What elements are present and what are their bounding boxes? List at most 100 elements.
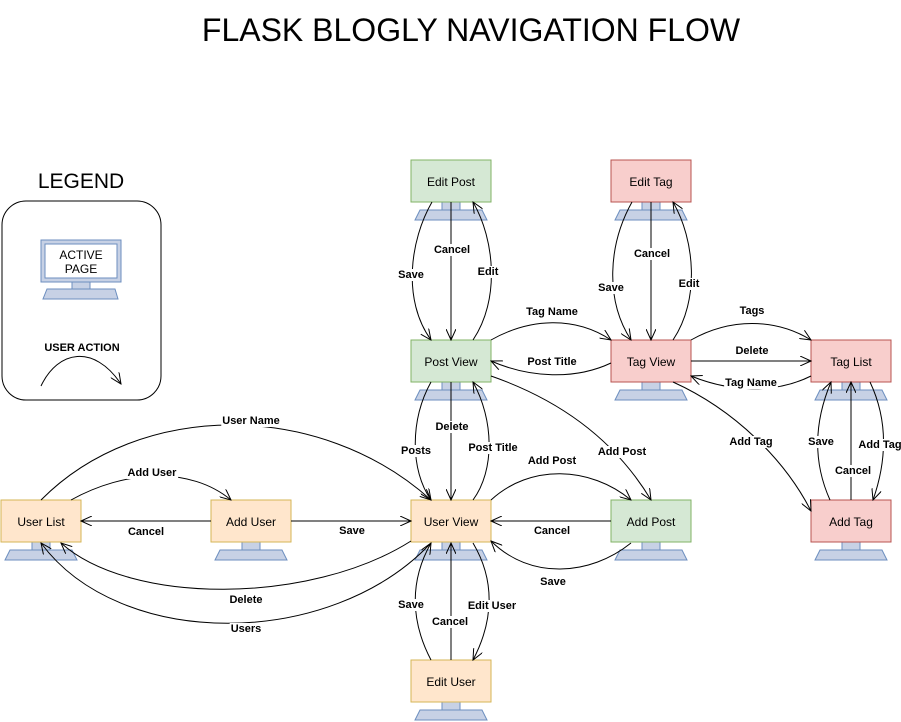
monitor-stand-icon (641, 541, 661, 551)
page-label-edit-user: Edit User (426, 675, 475, 689)
label-tl-save: Save (808, 436, 834, 448)
label-halo (221, 415, 281, 427)
label-halo (432, 244, 472, 256)
label-uv-users: Users (231, 623, 262, 635)
edge-post-view-tag-name (490, 322, 611, 340)
label-halo (738, 305, 766, 317)
label-eu-save: Save (398, 599, 424, 611)
label-halo (734, 345, 770, 357)
page-screen (610, 499, 692, 543)
monitor-base-icon (214, 549, 288, 561)
page-screen (0, 499, 82, 543)
label-halo (724, 377, 778, 389)
page-label-add-post: Add Post (627, 515, 676, 529)
monitor-stand-icon (241, 541, 261, 551)
label-ap-cancel: Cancel (534, 525, 570, 537)
monitor-stand-icon (641, 381, 661, 391)
page-node-tag-view: Tag View (610, 339, 692, 401)
monitor-stand-icon (441, 701, 461, 711)
label-halo (476, 266, 500, 278)
edge-post-view-add-post (490, 375, 651, 500)
edge-edit-tag-save (612, 201, 633, 340)
label-uv-post-title: Post Title (468, 442, 517, 454)
label-halo (833, 465, 873, 477)
label-et-save: Save (598, 282, 624, 294)
page-screen (810, 339, 892, 383)
page-screen (610, 159, 692, 203)
page-label-edit-post: Edit Post (427, 175, 476, 189)
edge-tag-view-post-title (491, 361, 612, 376)
legend-active-page-label-1: ACTIVE (59, 248, 102, 262)
legend-active-page-label-2: PAGE (65, 262, 97, 276)
label-halo (632, 248, 672, 260)
label-halo (434, 421, 470, 433)
label-uv-add-post: Add Post (528, 455, 577, 467)
page-node-edit-user: Edit User (410, 659, 492, 721)
label-halo (532, 525, 572, 537)
label-pv-add-post: Add Post (598, 446, 647, 458)
label-halo (430, 616, 470, 628)
page-label-tag-view: Tag View (627, 355, 676, 369)
label-halo (728, 436, 774, 448)
page-label-edit-tag: Edit Tag (629, 175, 672, 189)
page-label-user-view: User View (424, 515, 479, 529)
label-pv-tag-name: Tag Name (526, 306, 578, 318)
edge-user-list-user-name (40, 424, 431, 500)
label-uv-delete: Delete (229, 594, 262, 606)
label-pv-delete: Delete (435, 421, 468, 433)
edge-label-halos (126, 244, 901, 635)
legend-box (1, 200, 162, 401)
label-halo (338, 525, 366, 537)
edge-user-view-users (41, 543, 432, 624)
label-halo (857, 439, 901, 451)
monitor-base-icon (614, 549, 688, 561)
page-screen (610, 339, 692, 383)
label-ep-cancel: Cancel (434, 244, 470, 256)
legend-monitor-icon (40, 239, 122, 300)
label-ap-save: Save (540, 576, 566, 588)
label-uv-posts: Posts (401, 445, 431, 457)
page-screen (810, 499, 892, 543)
label-halo (596, 446, 648, 458)
label-halo (526, 455, 578, 467)
page-label-add-tag: Add Tag (829, 515, 873, 529)
label-ep-edit: Edit (478, 266, 499, 278)
page-node-add-user: Add User (210, 499, 292, 561)
label-halo (466, 600, 518, 612)
label-halo (397, 269, 425, 281)
monitor-base-icon (614, 389, 688, 401)
label-tl-tag-name: Tag Name (725, 377, 777, 389)
label-halo (677, 278, 701, 290)
page-screen (410, 159, 492, 203)
diagram-title: FLASK BLOGLY NAVIGATION FLOW (202, 12, 741, 48)
page-node-add-tag: Add Tag (810, 499, 892, 561)
monitor-base-icon (4, 549, 78, 561)
label-halo (228, 594, 264, 606)
label-tv-add-tag: Add Tag (729, 436, 772, 448)
label-ep-save: Save (398, 269, 424, 281)
edge-tag-view-edit (673, 202, 692, 341)
page-label-post-view: Post View (424, 355, 477, 369)
edge-user-view-add-post (490, 473, 631, 500)
edge-user-view-delete (61, 540, 412, 590)
page-node-edit-post: Edit Post (410, 159, 492, 221)
label-halo (539, 576, 567, 588)
edge-user-list-add-user (70, 475, 231, 500)
legend-user-action-label: USER ACTION (44, 342, 119, 354)
label-halo (467, 442, 519, 454)
label-au-cancel: Cancel (128, 526, 164, 538)
label-halo (525, 306, 579, 318)
label-tl-cancel: Cancel (835, 465, 871, 477)
page-node-add-post: Add Post (610, 499, 692, 561)
page-screen (410, 659, 492, 703)
label-ul-add-user: Add User (128, 467, 178, 479)
label-halo (400, 445, 432, 457)
edge-tag-view-tags (690, 323, 811, 341)
legend-heading: LEGEND (38, 170, 124, 193)
edge-add-post-save (491, 541, 632, 570)
label-et-cancel: Cancel (634, 248, 670, 260)
label-eu-cancel: Cancel (432, 616, 468, 628)
monitor-base-icon (414, 709, 488, 721)
label-ul-user-name: User Name (222, 415, 279, 427)
